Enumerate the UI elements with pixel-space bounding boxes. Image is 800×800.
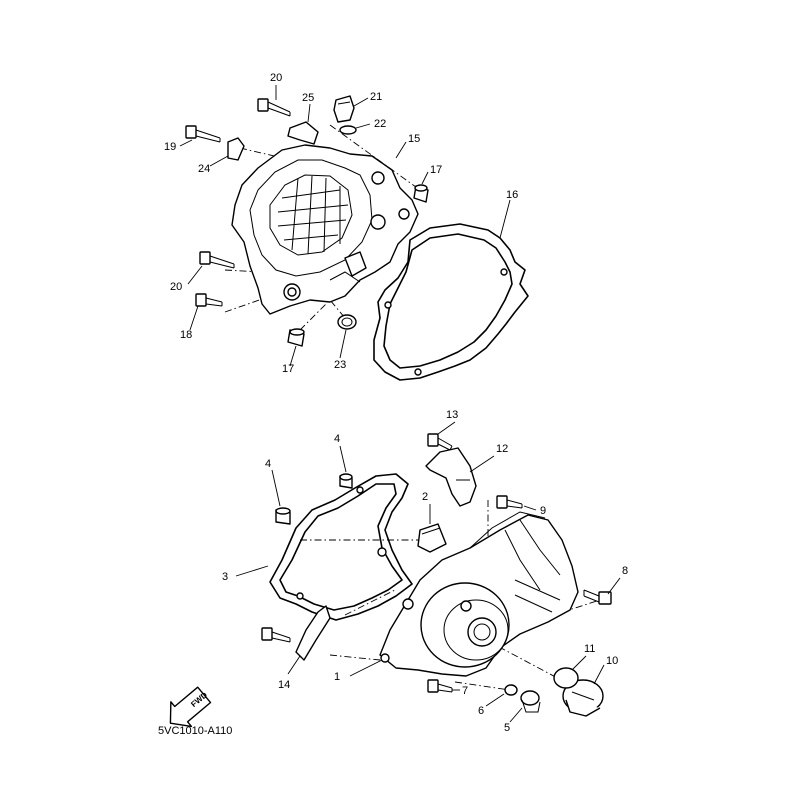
crankcase-cover-part-15 bbox=[231, 144, 419, 315]
callout-12: 12 bbox=[496, 443, 508, 455]
bolt-part-6 bbox=[583, 589, 612, 605]
diagram-code: 5VC1010-A110 bbox=[158, 725, 232, 737]
sensor-part-2 bbox=[417, 523, 447, 553]
callout-6: 8 bbox=[622, 565, 628, 577]
crankcase-cover-part-1 bbox=[379, 511, 579, 677]
plug-part-10 bbox=[562, 679, 604, 717]
callout-3: 3 bbox=[222, 571, 228, 583]
o-ring-part-11 bbox=[553, 667, 579, 689]
bolt-part-18 bbox=[195, 293, 223, 307]
plate-part-12 bbox=[425, 447, 477, 507]
callout-16: 16 bbox=[506, 189, 518, 201]
callout-21: 21 bbox=[370, 91, 382, 103]
lower-assembly bbox=[235, 421, 621, 723]
callout-17-upper: 17 bbox=[430, 164, 442, 176]
gasket-part-16 bbox=[373, 223, 529, 381]
callout-24: 24 bbox=[198, 163, 210, 175]
bolt-part-13 bbox=[427, 433, 453, 451]
callout-8: 5 bbox=[504, 722, 510, 734]
bolt-part-19 bbox=[185, 125, 221, 143]
callout-11: 11 bbox=[584, 643, 595, 655]
callout-20-top: 20 bbox=[270, 72, 282, 84]
callout-17-lower: 17 bbox=[282, 363, 294, 375]
dowel-pin-part-4-upper bbox=[339, 473, 353, 489]
callout-4-upper: 4 bbox=[334, 433, 340, 445]
callout-18: 18 bbox=[180, 329, 192, 341]
bracket-part-25 bbox=[287, 121, 319, 145]
plug-part-8 bbox=[520, 690, 541, 713]
oil-seal-part-23 bbox=[337, 314, 357, 330]
dowel-pin-part-17-lower bbox=[287, 328, 305, 347]
callout-14: 14 bbox=[278, 679, 290, 691]
forward-arrow-icon: FWD bbox=[169, 686, 212, 728]
callout-10: 10 bbox=[606, 655, 618, 667]
clamp-part-14 bbox=[295, 605, 331, 661]
o-ring-part-22 bbox=[339, 125, 357, 135]
callout-9: 6 bbox=[478, 705, 484, 717]
callout-2: 2 bbox=[422, 491, 428, 503]
callout-23: 23 bbox=[334, 359, 346, 371]
callout-4-lower: 4 bbox=[265, 458, 271, 470]
bolt-part-5 bbox=[427, 679, 453, 693]
callout-13: 13 bbox=[446, 409, 458, 421]
callout-labels: 20 25 21 22 19 15 24 17 16 20 18 17 23 1… bbox=[164, 72, 628, 734]
clamp-part-24 bbox=[227, 137, 245, 161]
callout-1: 1 bbox=[334, 671, 340, 683]
gasket-part-3 bbox=[269, 473, 413, 621]
bolt-part-20-top bbox=[257, 98, 291, 117]
callout-5: 7 bbox=[462, 685, 468, 697]
callout-25: 25 bbox=[302, 92, 314, 104]
bolt-part-20-left bbox=[199, 251, 235, 269]
o-ring-part-9 bbox=[504, 684, 518, 696]
plug-part-21 bbox=[333, 95, 355, 123]
bolt-part-7 bbox=[496, 495, 523, 509]
callout-15: 15 bbox=[408, 133, 420, 145]
bolt-part-14-screw bbox=[261, 627, 291, 643]
dowel-pin-part-17-upper bbox=[413, 184, 429, 203]
callout-19: 19 bbox=[164, 141, 176, 153]
upper-assembly bbox=[179, 85, 529, 381]
callout-20-left: 20 bbox=[170, 281, 182, 293]
dowel-pin-part-4-lower bbox=[275, 507, 291, 525]
callout-22: 22 bbox=[374, 118, 386, 130]
callout-7: 9 bbox=[540, 505, 546, 517]
